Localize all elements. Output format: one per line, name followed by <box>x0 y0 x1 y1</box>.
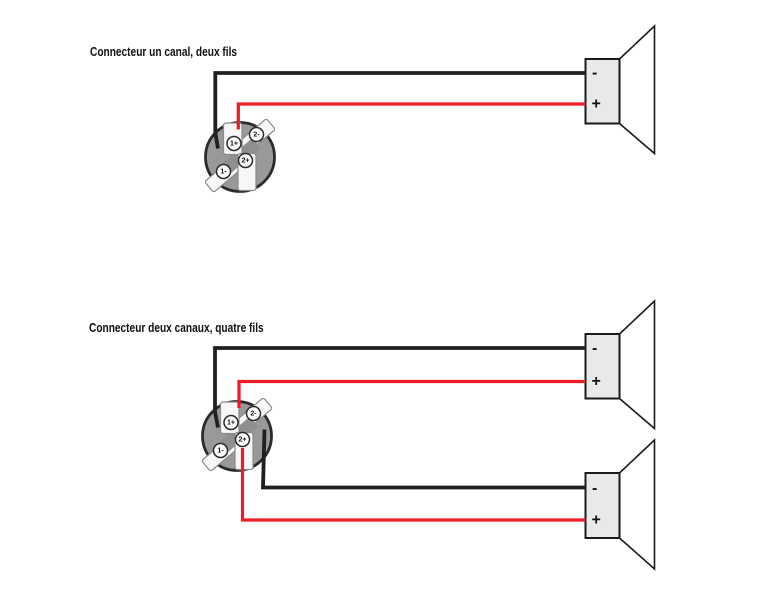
speaker-pos-label: + <box>592 512 601 529</box>
speaker-pos-label: + <box>592 373 601 390</box>
terminal-ring-2minus <box>245 405 262 422</box>
terminal-label-1plus: 1+ <box>227 419 235 426</box>
speaker-1: - + <box>584 24 656 156</box>
speaker-body <box>584 472 621 539</box>
section-title-one-channel: Connecteur un canal, deux fils <box>90 44 238 59</box>
speaker-3: - + <box>584 438 656 571</box>
speaker-neg-label: - <box>592 340 597 357</box>
terminal-ring-1minus <box>215 163 232 180</box>
terminal-ring-2plus <box>237 152 254 169</box>
speakon-connector-2: 1+ 2- 1- 2+ <box>201 397 273 472</box>
speaker-cone <box>618 438 656 571</box>
terminal-ring-1plus <box>223 414 239 431</box>
wire-negative-2minus-to-speaker3 <box>261 429 586 490</box>
terminal-ring-2plus <box>234 431 251 448</box>
speaker-cone <box>618 24 656 156</box>
terminal-ring-1minus <box>212 442 229 459</box>
wire-positive-1plus-to-speaker1 <box>236 102 586 130</box>
terminal-label-1minus: 1- <box>217 447 224 454</box>
speaker-body <box>584 333 621 400</box>
terminal-label-2plus: 2+ <box>242 157 250 164</box>
terminal-label-2minus: 2- <box>250 410 257 417</box>
speaker-pos-label: + <box>592 96 601 113</box>
speaker-2: - + <box>584 299 656 431</box>
terminal-label-2minus: 2- <box>253 131 260 138</box>
wire-negative-1minus-to-speaker2 <box>213 346 586 428</box>
terminal-ring-1plus <box>226 135 242 152</box>
wire-negative-1minus-to-speaker1 <box>213 71 586 149</box>
section-title-two-channel: Connecteur deux canaux, quatre fils <box>89 320 264 335</box>
speaker-neg-label: - <box>592 480 597 497</box>
speaker-body <box>584 58 621 125</box>
speaker-neg-label: - <box>592 65 597 82</box>
terminal-label-1plus: 1+ <box>230 140 238 147</box>
speakon-connector-1: 1+ 2- 1- 2+ <box>204 118 276 193</box>
wire-positive-1plus-to-speaker2 <box>237 379 586 408</box>
terminal-label-1minus: 1- <box>220 168 227 175</box>
speaker-cone <box>618 299 656 431</box>
terminal-ring-2minus <box>248 126 265 143</box>
wire-positive-2plus-to-speaker3 <box>240 448 586 522</box>
terminal-label-2plus: 2+ <box>239 436 247 443</box>
